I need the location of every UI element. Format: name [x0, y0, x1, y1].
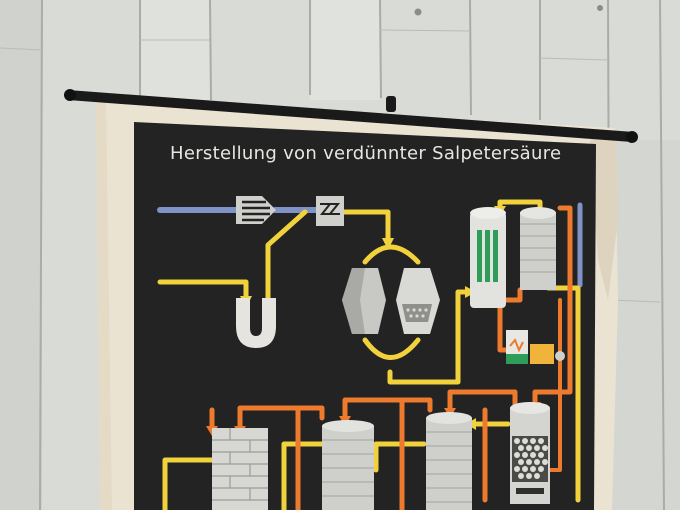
process-lines — [157, 199, 583, 510]
heat-exchanger-unit — [470, 207, 506, 308]
catalytic-converter-left — [342, 268, 386, 334]
hanging-rod — [64, 89, 638, 143]
catalytic-converter-right — [396, 268, 440, 334]
air-filter-unit — [236, 196, 276, 224]
brick-absorption-tower — [212, 428, 268, 510]
ammonia-evaporator-unit — [236, 298, 276, 348]
absorption-tower-2 — [322, 420, 374, 510]
packed-tower — [510, 402, 550, 504]
cooler-tower-unit — [520, 207, 556, 290]
gas-mixer-unit — [316, 196, 344, 226]
absorption-tower-3 — [426, 412, 472, 510]
poster-title: Herstellung von verdünnter Salpetersäure — [170, 143, 562, 164]
condenser-unit — [506, 330, 528, 364]
acid-tank-unit — [530, 344, 565, 364]
